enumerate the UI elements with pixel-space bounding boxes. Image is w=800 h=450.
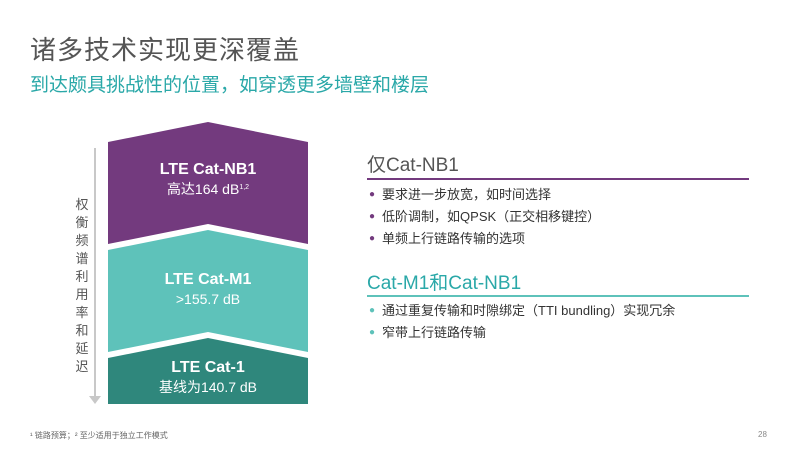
page-number: 28: [758, 430, 767, 439]
tradeoff-axis-label: 权 衡 频 谱 利 用 率 和 延 迟: [75, 196, 89, 376]
tier-value: 高达164 dB1,2: [108, 180, 308, 198]
tradeoff-axis-arrow-icon: [89, 396, 101, 404]
tier-shape-cat-nb1: [108, 122, 308, 244]
list-item: ● 单频上行链路传输的选项: [369, 228, 600, 250]
tier-value-text: 高达164 dB: [166, 181, 240, 197]
tier-value: 基线为140.7 dB: [158, 379, 258, 395]
list-item: ● 通过重复传输和时隙绑定（TTI bundling）实现冗余: [369, 300, 675, 322]
tier-value: >155.7 dB: [175, 291, 241, 307]
tier-value-footnote-ref: 1,2: [239, 184, 250, 191]
section-divider: [367, 178, 749, 180]
axis-label-char: 率: [75, 305, 89, 320]
tier-name: LTE Cat-1: [171, 359, 245, 376]
section-title-m1-and-nb1: Cat-M1和Cat-NB1: [367, 273, 522, 294]
list-item: ● 窄带上行链路传输: [369, 322, 675, 344]
list-item-text: 单频上行链路传输的选项: [382, 231, 526, 246]
axis-label-char: 权: [75, 197, 89, 212]
list-item-text: 窄带上行链路传输: [382, 325, 487, 340]
axis-label-char: 用: [75, 287, 89, 302]
axis-label-char: 频: [75, 233, 89, 248]
list-item-text: 要求进一步放宽，如时间选择: [382, 187, 552, 202]
list-item-text: 低阶调制，如QPSK（正交相移键控）: [382, 209, 601, 224]
bullet-dot-icon: ●: [369, 233, 376, 244]
tradeoff-axis-line: [94, 148, 96, 398]
section-list-nb1-only: ● 要求进一步放宽，如时间选择 ● 低阶调制，如QPSK（正交相移键控） ● 单频上行…: [369, 184, 600, 250]
axis-label-char: 迟: [75, 359, 89, 374]
bullet-dot-icon: ●: [369, 305, 376, 316]
tier-name: LTE Cat-NB1: [159, 161, 257, 178]
page-title: 诸多技术实现更深覆盖: [30, 35, 301, 65]
bullet-dot-icon: ●: [369, 189, 376, 200]
footnote: ¹ 链路预算；² 至少适用于独立工作模式: [30, 431, 168, 440]
tier-label-cat-m1: LTE Cat-M1 >155.7 dB: [108, 270, 308, 308]
section-divider: [367, 295, 749, 297]
tier-shape-cat-m1: [108, 230, 308, 352]
tier-name: LTE Cat-M1: [164, 271, 252, 288]
section-list-m1-and-nb1: ● 通过重复传输和时隙绑定（TTI bundling）实现冗余 ● 窄带上行链路传输: [369, 300, 675, 344]
tier-shape-cat-1: [108, 338, 308, 404]
axis-label-char: 延: [75, 341, 89, 356]
tier-label-cat-1: LTE Cat-1 基线为140.7 dB: [108, 358, 308, 396]
axis-label-char: 谱: [75, 251, 89, 266]
axis-label-char: 和: [75, 323, 89, 338]
list-item: ● 低阶调制，如QPSK（正交相移键控）: [369, 206, 600, 228]
axis-label-char: 衡: [75, 215, 89, 230]
axis-label-char: 利: [75, 269, 89, 284]
list-item-text: 通过重复传输和时隙绑定（TTI bundling）实现冗余: [382, 303, 676, 318]
section-title-nb1-only: 仅Cat-NB1: [367, 155, 459, 176]
bullet-dot-icon: ●: [369, 327, 376, 338]
list-item: ● 要求进一步放宽，如时间选择: [369, 184, 600, 206]
tier-label-cat-nb1: LTE Cat-NB1 高达164 dB1,2: [108, 160, 308, 198]
bullet-dot-icon: ●: [369, 211, 376, 222]
page-subtitle: 到达颇具挑战性的位置，如穿透更多墙壁和楼层: [30, 75, 430, 96]
